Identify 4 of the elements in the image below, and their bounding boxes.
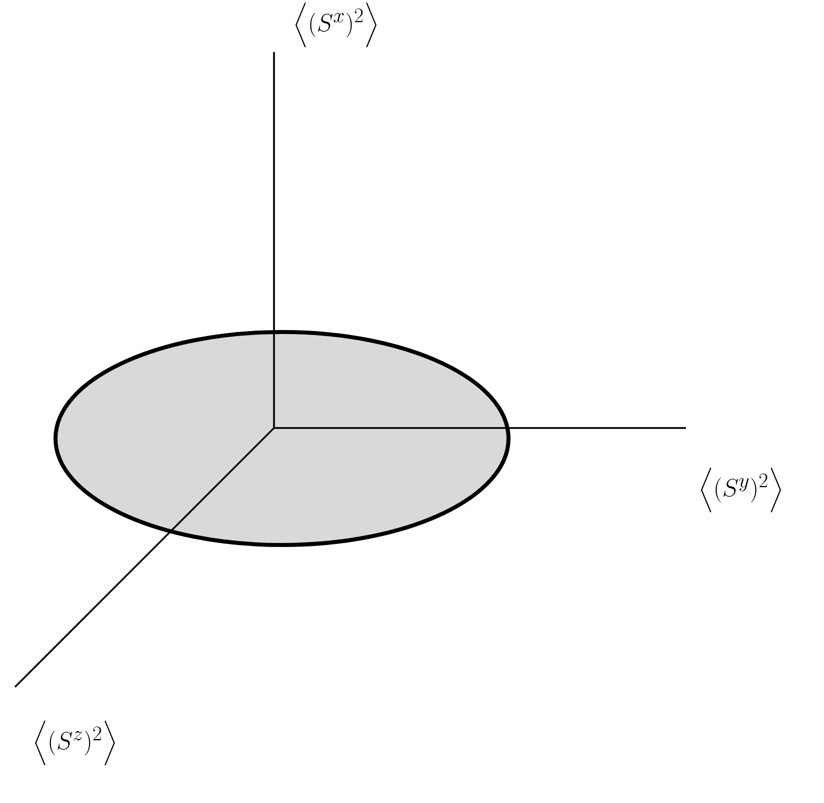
axis-label: $\Bigl\langle (S^{x})^{2} \Bigr\rangle$ [296,2,376,48]
axis-label: $\Bigl\langle (S^{y})^{2} \Bigr\rangle$ [701,468,781,512]
axis-label: $\Bigl\langle (S^{z})^{2} \Bigr\rangle$ [35,720,115,766]
shaded-ellipse [54,330,510,547]
